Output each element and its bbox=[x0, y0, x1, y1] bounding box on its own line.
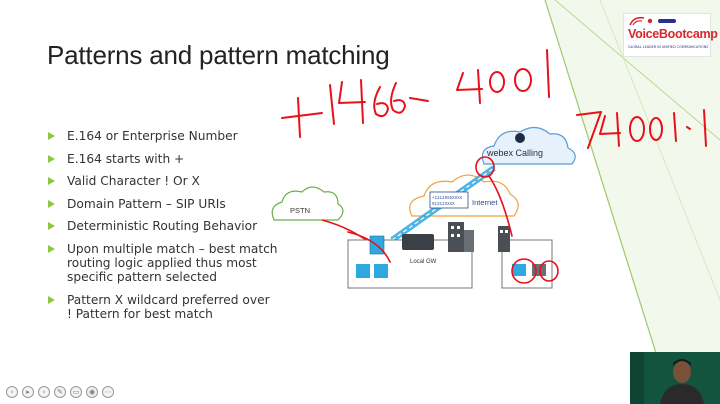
slide-title: Patterns and pattern matching bbox=[47, 40, 390, 70]
building-icon bbox=[448, 222, 474, 252]
view-icon[interactable]: ◉ bbox=[86, 386, 98, 398]
bullet-marker-icon bbox=[48, 199, 55, 208]
presenter-webcam bbox=[630, 352, 720, 404]
presentation-controls: ‹ ▸ › ✎ ▭ ◉ ⋯ bbox=[6, 386, 114, 400]
bullet-marker-icon bbox=[48, 295, 55, 304]
play-icon[interactable]: ▸ bbox=[22, 386, 34, 398]
local-gateway-label: Local GW bbox=[410, 259, 437, 265]
bullet-marker-icon bbox=[48, 222, 55, 231]
remote-building-icon bbox=[498, 226, 510, 252]
logo-graphic-icon bbox=[629, 16, 676, 26]
bullet-marker-icon bbox=[48, 244, 55, 253]
remote-phone-icon bbox=[512, 264, 526, 276]
prev-icon[interactable]: ‹ bbox=[6, 386, 18, 398]
next-icon[interactable]: › bbox=[38, 386, 50, 398]
pstn-label: PSTN bbox=[290, 206, 310, 215]
ip-phone-icon bbox=[356, 264, 370, 278]
pstn-cloud-icon: PSTN bbox=[271, 186, 344, 221]
logo-tagline: GLOBAL LEADER IN UNIFIED COMMUNICATIONS bbox=[628, 45, 709, 49]
local-gateway-icon bbox=[402, 234, 434, 250]
number-pattern-line: 91312XXXX bbox=[432, 203, 455, 207]
number-pattern-line: +1312555XXXX bbox=[432, 197, 463, 201]
remote-device-icon bbox=[532, 264, 546, 276]
network-diagram: PSTN Internet webex Calling +1312555XXXX… bbox=[271, 126, 576, 289]
logo-wordmark: VoiceBootcamp bbox=[628, 27, 718, 41]
internet-label: Internet bbox=[472, 198, 498, 207]
bullet-item: Pattern X wildcard preferred over ! Patt… bbox=[48, 293, 278, 321]
bullet-item: Deterministic Routing Behavior bbox=[48, 219, 278, 233]
bullet-item: Valid Character ! Or X bbox=[48, 174, 278, 188]
number-pattern-box bbox=[429, 191, 469, 209]
bullet-item: Domain Pattern – SIP URIs bbox=[48, 197, 278, 211]
presenter-avatar-icon bbox=[630, 352, 720, 404]
ip-phone-icon bbox=[374, 264, 388, 278]
subtitle-icon[interactable]: ▭ bbox=[70, 386, 82, 398]
webex-calling-cloud-icon: webex Calling bbox=[481, 126, 576, 165]
bullet-item: Upon multiple match – best match routing… bbox=[48, 242, 278, 284]
bullet-marker-icon bbox=[48, 154, 55, 163]
bullet-marker-icon bbox=[48, 177, 55, 186]
bullet-item: E.164 or Enterprise Number bbox=[48, 129, 278, 143]
pen-icon[interactable]: ✎ bbox=[54, 386, 66, 398]
bullet-item: E.164 starts with + bbox=[48, 152, 278, 166]
voicebootcamp-logo: VoiceBootcamp GLOBAL LEADER IN UNIFIED C… bbox=[623, 13, 718, 57]
webex-calling-label: webex Calling bbox=[486, 148, 543, 158]
bullet-marker-icon bbox=[48, 132, 55, 140]
bullet-list: E.164 or Enterprise Number E.164 starts … bbox=[48, 129, 278, 329]
switch-icon bbox=[369, 235, 385, 255]
more-icon[interactable]: ⋯ bbox=[102, 386, 114, 398]
